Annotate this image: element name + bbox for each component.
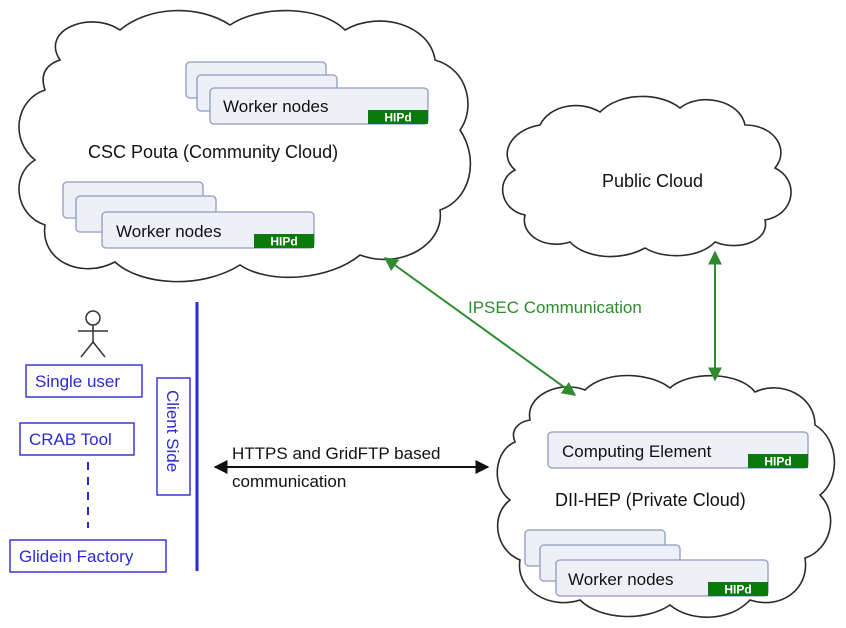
glidein-factory-box	[9, 539, 167, 573]
hipd-tag-label: HIPd	[764, 455, 791, 469]
computing-element-label: Computing Element	[562, 442, 712, 461]
glidein-factory-label: Glidein Factory	[19, 547, 134, 566]
hipd-tag	[708, 582, 768, 596]
worker-nodes-label: Worker nodes	[116, 222, 222, 241]
single-user-box	[25, 364, 143, 398]
client-side-box	[156, 377, 191, 496]
single-user-label: Single user	[35, 372, 120, 391]
worker-nodes-stack-bottom: HIPd Worker nodes	[62, 181, 315, 249]
public-cloud-label: Public Cloud	[602, 171, 703, 191]
public-cloud	[501, 95, 792, 258]
ipsec-label: IPSEC Communication	[468, 298, 642, 317]
worker-nodes-label: Worker nodes	[223, 97, 329, 116]
crab-tool-label: CRAB Tool	[29, 430, 112, 449]
worker-nodes-stack-private: HIPd Worker nodes	[524, 529, 769, 597]
hipd-tag-label: HIPd	[384, 111, 411, 125]
hipd-tag	[368, 110, 428, 124]
https-label-line1: HTTPS and GridFTP based	[232, 444, 441, 463]
csc-pouta-label: CSC Pouta (Community Cloud)	[88, 142, 338, 162]
https-label-line2: communication	[232, 472, 346, 491]
computing-element-node: HIPd Computing Element	[547, 431, 809, 469]
user-stick-figure-icon	[78, 310, 108, 358]
worker-nodes-stack-top: HIPd Worker nodes	[185, 61, 429, 125]
hipd-tag	[254, 234, 314, 248]
hipd-tag-label: HIPd	[270, 235, 297, 249]
hipd-tag	[748, 454, 808, 468]
hipd-tag-label: HIPd	[724, 583, 751, 597]
ipsec-arrow-diagonal	[383, 257, 577, 396]
worker-nodes-label: Worker nodes	[568, 570, 674, 589]
private-cloud-label: DII-HEP (Private Cloud)	[555, 490, 746, 510]
client-side-label: Client Side	[163, 390, 182, 472]
crab-tool-box	[19, 422, 135, 456]
